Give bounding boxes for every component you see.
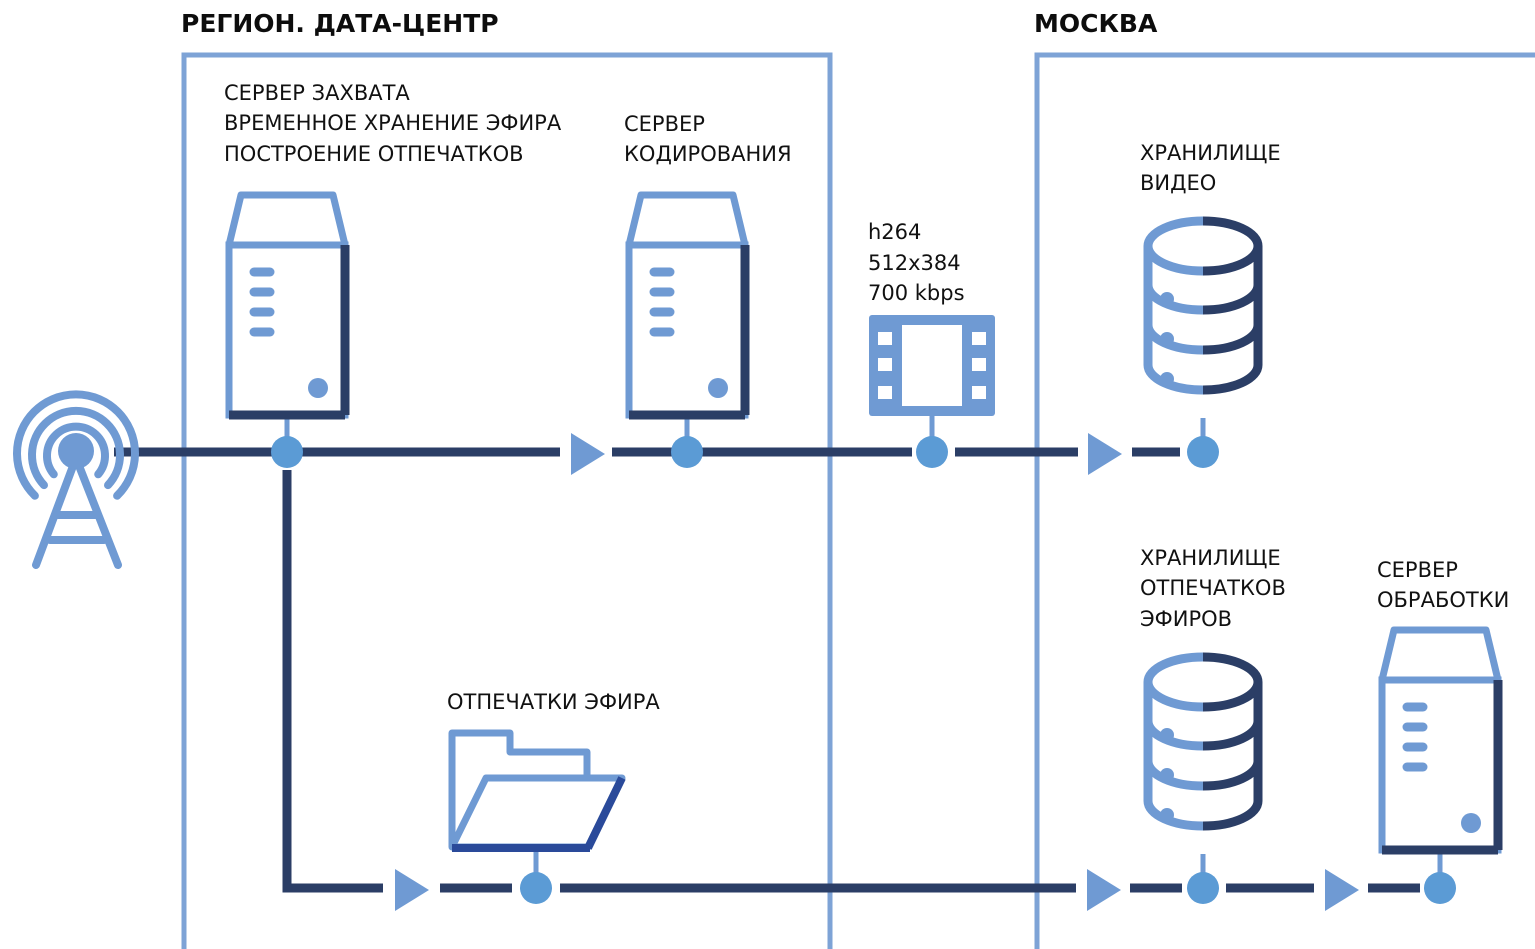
moscow-box [1034,52,1535,949]
region-dc-title: РЕГИОН. ДАТА-ЦЕНТР [181,9,499,38]
flow-arrow-1 [571,433,605,475]
fingerprint-storage-label: ХРАНИЛИЩЕ ОТПЕЧАТКОВ ЭФИРОВ [1140,546,1293,631]
capture-server-label: СЕРВЕР ЗАХВАТА ВРЕМЕННОЕ ХРАНЕНИЕ ЭФИРА … [224,81,568,166]
fingerprint-folder-label: ОТПЕЧАТКИ ЭФИРА [447,690,660,714]
dot-processing [1424,872,1456,904]
processing-server-label: СЕРВЕР ОБРАБОТКИ [1377,558,1509,612]
encoding-server-label: СЕРВЕР КОДИРОВАНИЯ [624,112,792,166]
capture-server-icon [229,195,345,415]
dot-capture [271,436,303,468]
antenna-icon [13,390,139,569]
dot-folder [520,872,552,904]
region-dc-box [181,52,833,949]
node-connectors [284,412,1443,874]
line-capture-to-bottom [282,470,383,893]
connection-lines [114,447,1420,893]
flow-arrow-4 [1087,869,1121,911]
processing-server-icon [1382,630,1498,850]
dot-fp-db [1187,872,1219,904]
flow-arrow-5 [1325,869,1359,911]
dot-video-db [1187,436,1219,468]
video-storage-label: ХРАНИЛИЩЕ ВИДЕО [1140,141,1287,195]
fingerprint-storage-database-icon [1148,657,1258,826]
film-icon [869,315,995,416]
flow-arrow-3 [395,869,429,911]
dot-film [916,436,948,468]
folder-icon [448,729,626,852]
connection-dots [271,436,1456,904]
encoding-server-icon [629,195,745,415]
dot-encoding [671,436,703,468]
flow-arrow-2 [1088,433,1122,475]
video-stream-label: h264 512x384 700 kbps [868,220,967,305]
video-storage-database-icon [1148,221,1258,390]
moscow-title: МОСКВА [1034,9,1158,38]
